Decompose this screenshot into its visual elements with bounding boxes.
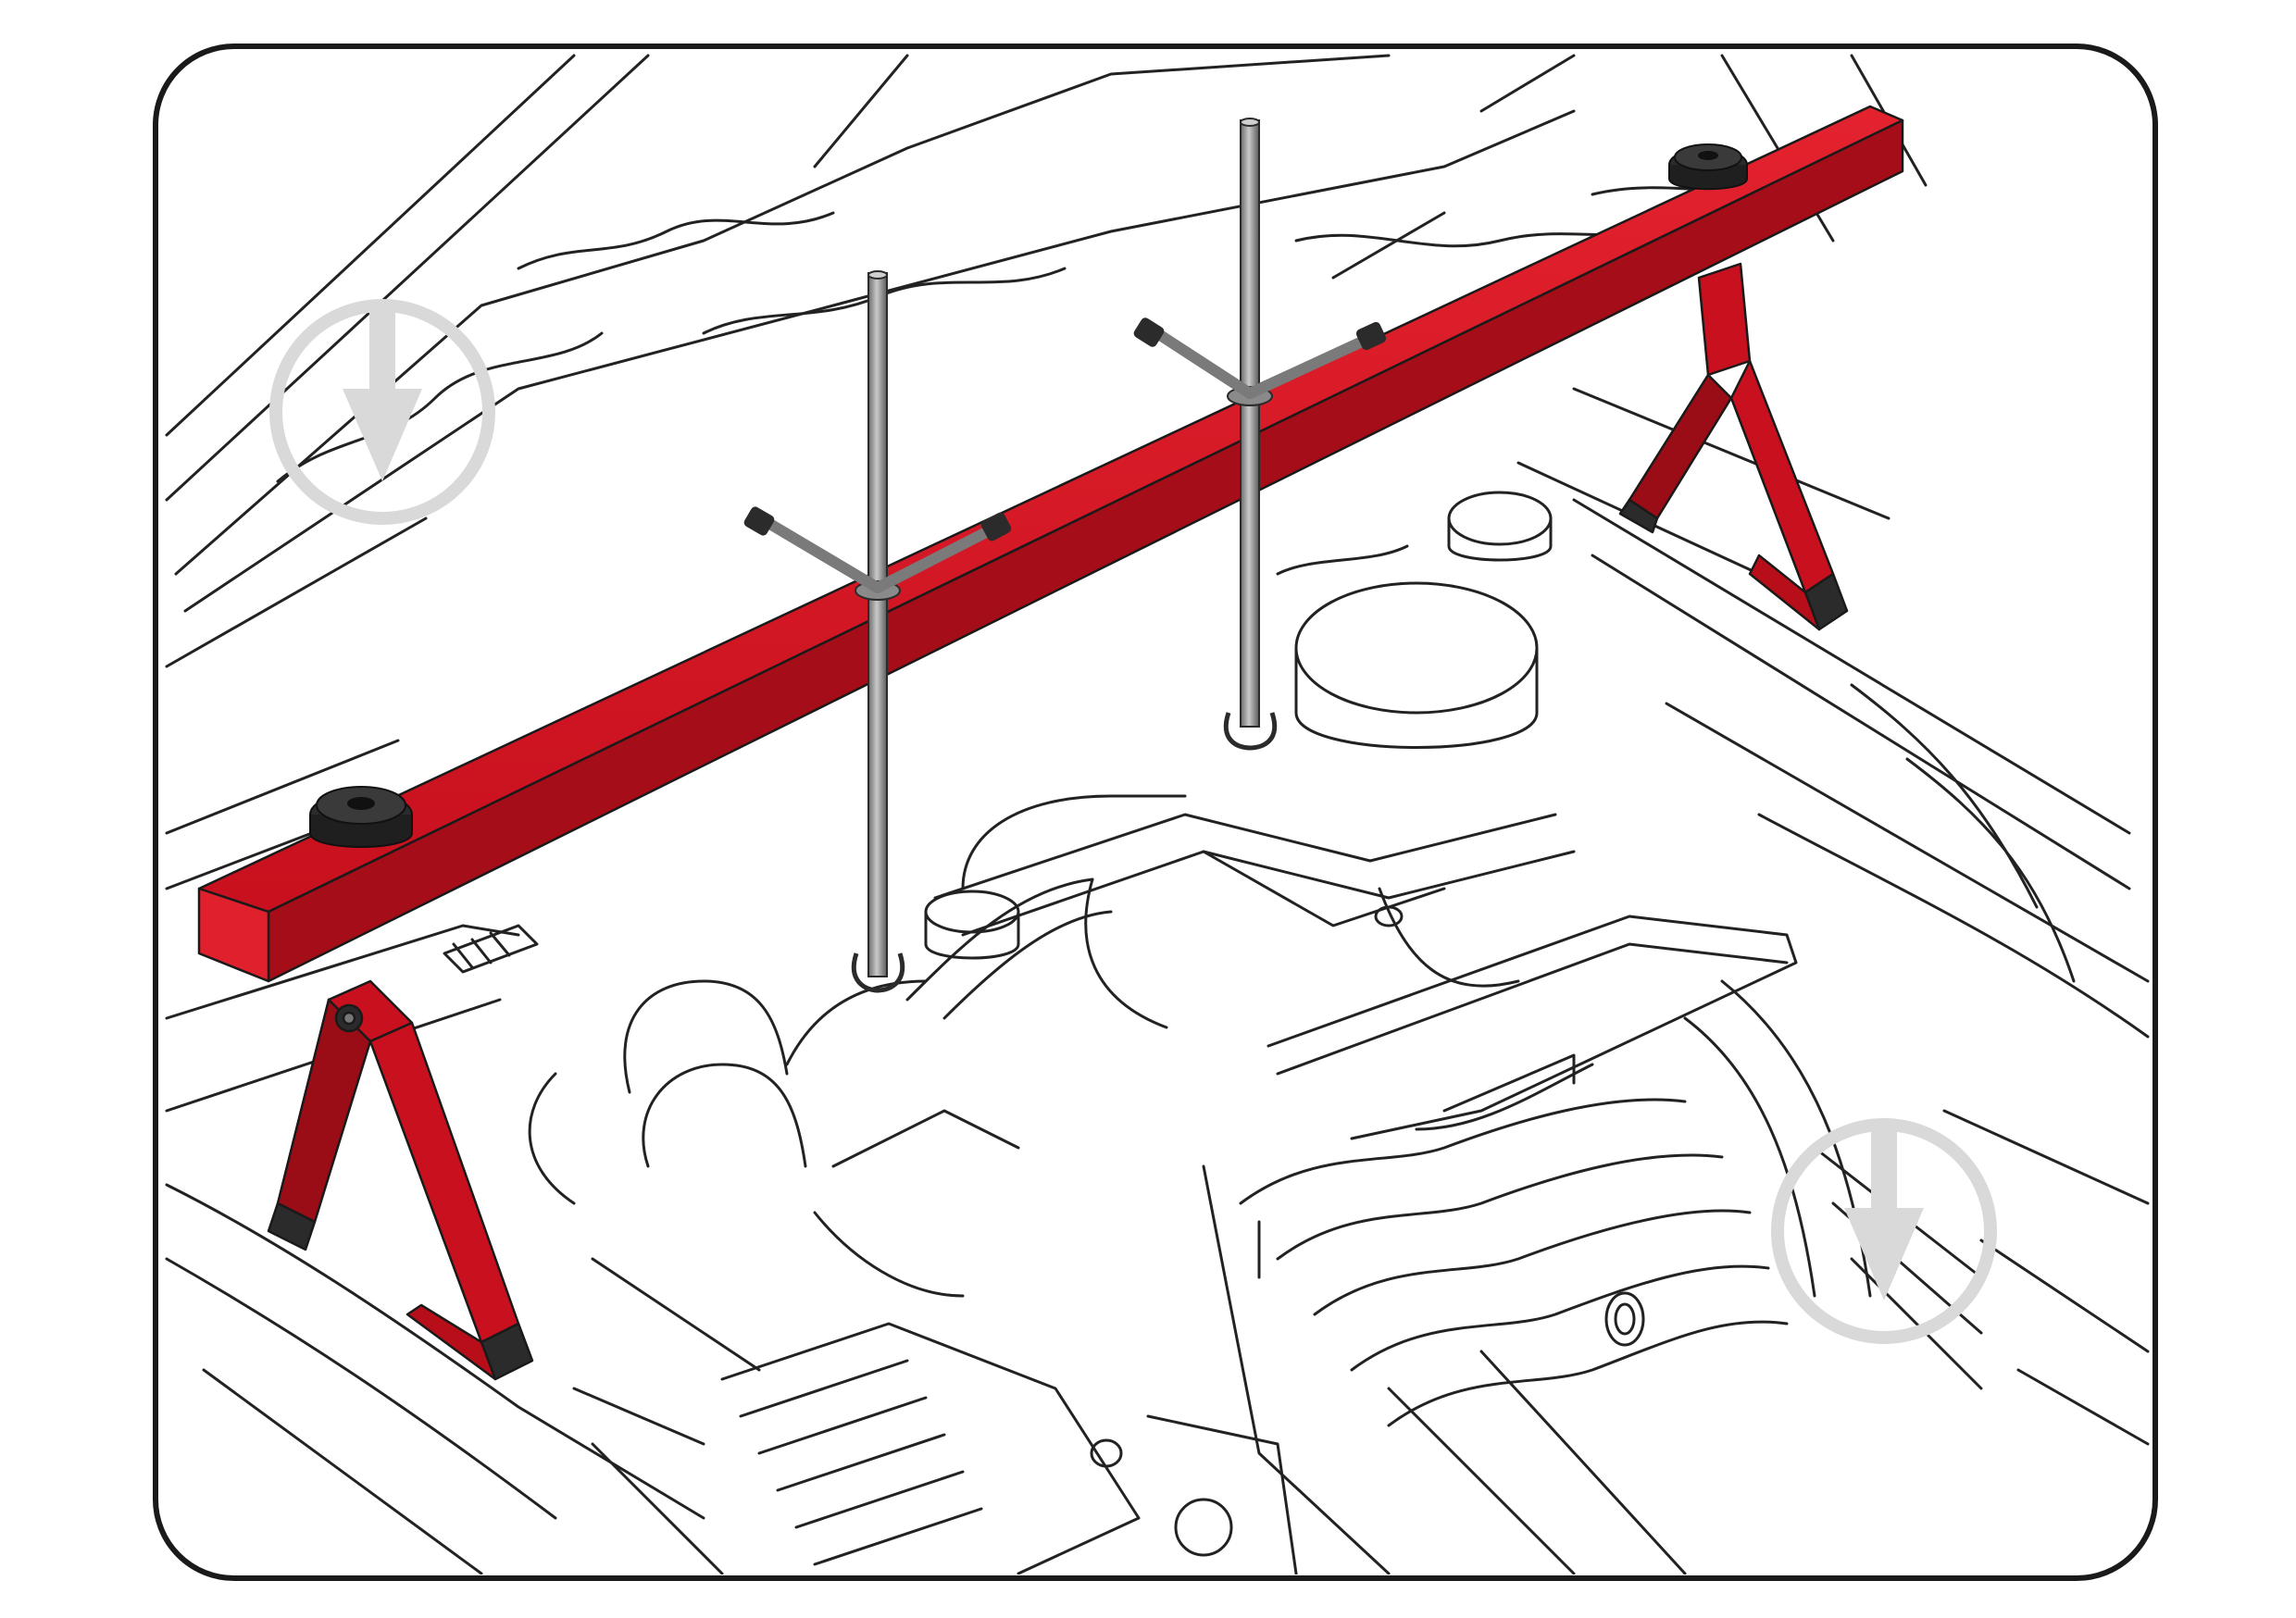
car-hood-lines — [165, 54, 1928, 668]
support-beam — [197, 105, 1904, 983]
picture-frame — [153, 44, 2158, 1581]
left-stand — [267, 979, 534, 1381]
right-hanger-rod — [1133, 118, 1387, 751]
engine-hoses — [528, 794, 1187, 1446]
battery-grille — [443, 924, 1298, 1574]
manifold-ribs — [1202, 1098, 1789, 1574]
air-filter-housing — [1276, 491, 1553, 749]
right-knob — [1668, 143, 1748, 191]
watermark-top-left — [269, 299, 495, 525]
engine-block-lines — [933, 813, 1798, 1140]
left-hanger-rod — [743, 270, 1012, 993]
watermark-bottom-right — [1771, 1118, 1997, 1344]
left-knob — [309, 786, 413, 848]
right-stand — [1618, 262, 1849, 631]
